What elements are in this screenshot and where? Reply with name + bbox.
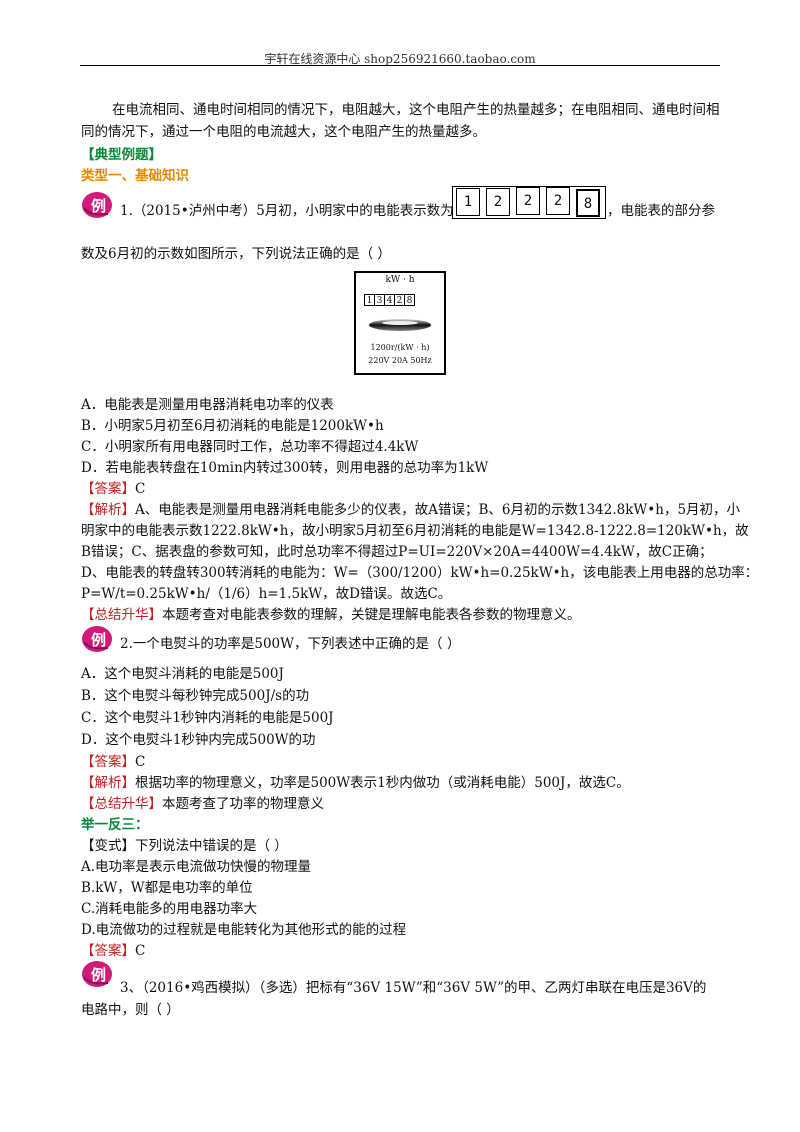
meter-digit: 1: [456, 188, 480, 216]
q2-option-b: B．这个电熨斗每秒钟完成500J/s的功: [81, 688, 310, 704]
meter-figure-digit-decimal: 8: [404, 294, 415, 306]
type-title: 类型一、基础知识: [81, 168, 189, 184]
q1-answer: 【答案】C: [81, 481, 146, 497]
meter-digit: 2: [516, 187, 540, 215]
q2-stem: 2.一个电熨斗的功率是500W，下列表述中正确的是（ ）: [120, 636, 461, 652]
q1-summary: 【总结升华】本题考查对电能表参数的理解，关键是理解电能表各参数的物理意义。: [81, 607, 581, 623]
q3-stem-a: 3、（2016•鸡西模拟）（多选）把标有“36V 15W”和“36V 5W”的甲…: [120, 980, 707, 996]
variant-option-c: C.消耗电能多的用电器功率大: [81, 901, 258, 917]
practice-title: 举一反三：: [81, 817, 149, 833]
q1-stem-b: ，电能表的部分参: [607, 203, 715, 219]
meter-spec-revolutions: 1200r/(kW · h): [370, 343, 430, 352]
meter-spec-rating: 220V 20A 50Hz: [368, 356, 432, 365]
section-title: 【典型例题】: [81, 147, 162, 163]
intro-line-1: 在电流相同、通电时间相同的情况下，电阻越大，这个电阻产生的热量越多；在电阻相同、…: [112, 102, 720, 118]
variant-stem: 【变式】下列说法中错误的是（ ）: [81, 838, 288, 854]
q1-option-d: D．若电能表转盘在10min内转过300转，则用电器的总功率为1kW: [81, 460, 489, 476]
q2-answer: 【答案】C: [81, 754, 146, 770]
q2-option-c: C．这个电熨斗1秒钟内消耗的电能是500J: [81, 710, 334, 726]
q1-meter-reading: 1 2 2 2 8: [452, 186, 606, 219]
q1-option-c: C．小明家所有用电器同时工作，总功率不得超过4.4kW: [81, 439, 419, 455]
header-rule: [80, 65, 720, 66]
meter-digit: 2: [546, 187, 570, 215]
q1-analysis-3: B错误；C、据表盘的参数可知，此时总功率不得超过P=UI=220V×20A=44…: [81, 544, 713, 560]
variant-option-a: A.电功率是表示电流做功快慢的物理量: [81, 859, 312, 875]
variant-option-d: D.电流做功的过程就是电能转化为其他形式的能的过程: [81, 922, 407, 938]
svg-text:例: 例: [91, 631, 106, 649]
meter-digit-decimal: 8: [576, 189, 600, 217]
q2-analysis: 【解析】根据功率的物理意义，功率是500W表示1秒内做功（或消耗电能）500J，…: [81, 775, 630, 791]
page-header: 宇轩在线资源中心 shop256921660.taobao.com: [264, 52, 536, 66]
svg-text:例: 例: [91, 197, 106, 215]
q1-analysis-2: 明家中的电能表示数1222.8kW•h，故小明家5月初至6月初消耗的电能是W=1…: [81, 523, 749, 539]
example-badge-icon: 例: [82, 961, 112, 987]
variant-option-b: B.kW，W都是电功率的单位: [81, 880, 253, 896]
q3-stem-b: 电路中，则（ ）: [81, 1002, 180, 1018]
q2-option-a: A．这个电熨斗消耗的电能是500J: [81, 666, 284, 682]
intro-line-2: 同的情况下，通过一个电阻的电流越大，这个电阻产生的热量越多。: [81, 124, 486, 140]
q1-option-b: B．小明家5月初至6月初消耗的电能是1200kW•h: [81, 418, 384, 434]
example-badge-icon: 例: [82, 626, 112, 652]
q2-summary: 【总结升华】本题考查了功率的物理意义: [81, 796, 324, 812]
q1-stem-c: 数及6月初的示数如图所示，下列说法正确的是（ ）: [81, 246, 391, 262]
meter-disc-icon: [369, 319, 431, 331]
meter-digit: 2: [486, 188, 510, 216]
q1-analysis-1: 【解析】A、电能表是测量用电器消耗电能多少的仪表，故A错误；B、6月初的示数13…: [81, 502, 741, 518]
variant-answer: 【答案】C: [81, 943, 146, 959]
svg-text:例: 例: [91, 966, 106, 984]
q1-analysis-4: D、电能表的转盘转300转消耗的电能为：W=（300/1200）kW•h=0.2…: [81, 565, 759, 581]
example-badge-icon: 例: [82, 192, 112, 218]
q1-analysis-5: P=W/t=0.25kW•h/（1/6）h=1.5kW，故D错误。故选C。: [81, 586, 452, 602]
q1-stem-a: 1.（2015•泸州中考）5月初，小明家中的电能表示数为: [120, 203, 454, 219]
q2-option-d: D．这个电熨斗1秒钟内完成500W的功: [81, 732, 316, 748]
q1-option-a: A．电能表是测量用电器消耗电功率的仪表: [81, 397, 334, 413]
meter-unit: kW · h: [385, 275, 415, 285]
